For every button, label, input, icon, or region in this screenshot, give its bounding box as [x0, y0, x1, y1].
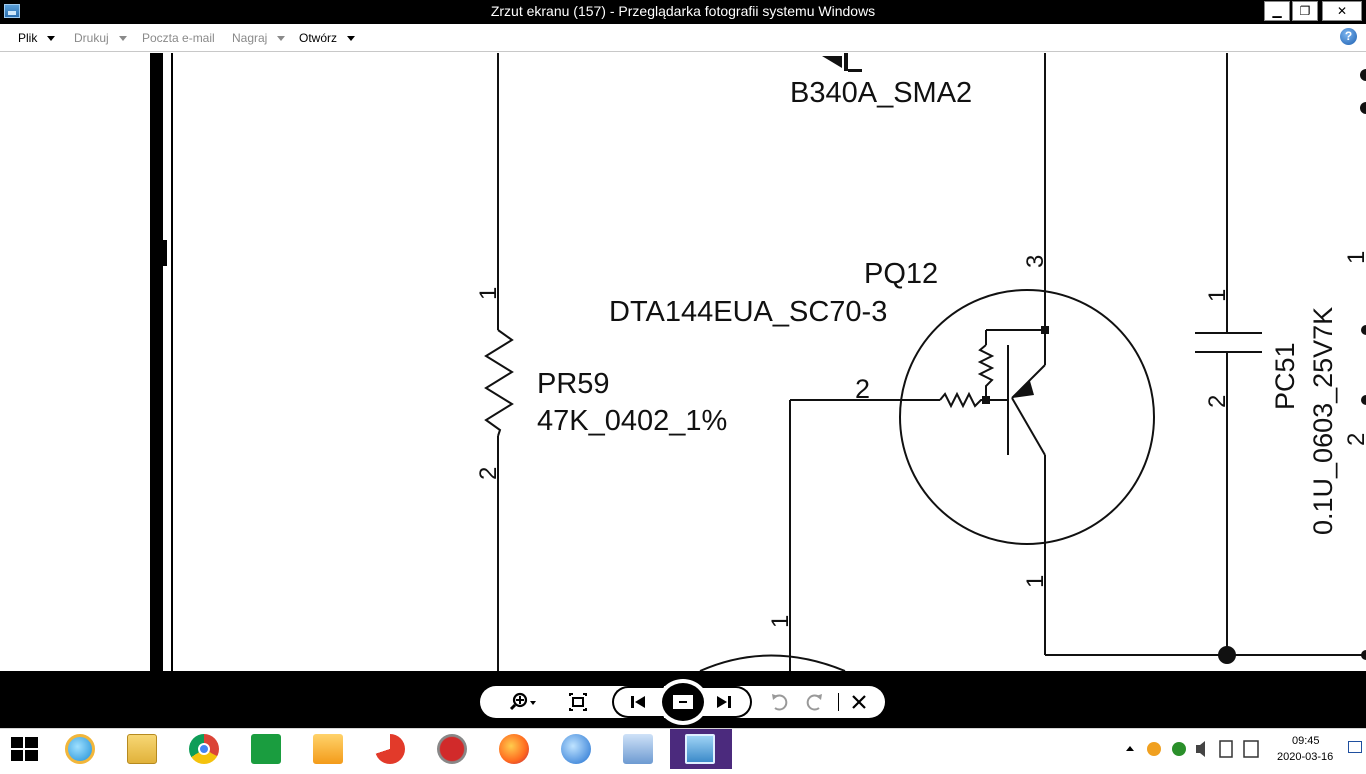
pin-label-base: 2	[855, 374, 870, 404]
taskbar-file-explorer[interactable]	[112, 729, 174, 769]
clock-time[interactable]: 09:45	[1292, 735, 1320, 747]
window-title: Zrzut ekranu (157) - Przeglądarka fotogr…	[490, 3, 876, 19]
taskbar-media-player[interactable]	[298, 729, 360, 769]
photo-viewer-icon	[685, 734, 715, 764]
photo-viewer-app-icon[interactable]	[4, 4, 20, 18]
search-magnifier-icon	[623, 734, 653, 764]
chrome-icon	[189, 734, 219, 764]
taskbar-internet-explorer[interactable]	[50, 729, 112, 769]
schematic-border-thick	[150, 53, 163, 671]
pin-label-cap-1: 1	[1204, 289, 1231, 302]
maximize-button[interactable]: ❐	[1292, 1, 1318, 21]
next-icon	[717, 696, 731, 708]
folder-icon	[127, 734, 157, 764]
pin-label-collector: 3	[1022, 255, 1049, 268]
capacitor-value: 0.1U_0603_25V7K	[1308, 307, 1338, 535]
battery-icon	[1243, 740, 1259, 758]
menu-drukuj[interactable]: Drukuj	[74, 31, 127, 45]
schematic-border-notch	[160, 240, 167, 266]
menu-plik[interactable]: Plik	[18, 31, 56, 45]
fit-window-icon[interactable]	[562, 686, 594, 718]
menu-otworz-label: Otwórz	[299, 31, 338, 45]
menu-poczta[interactable]: Poczta e-mail	[142, 31, 215, 45]
help-icon[interactable]: ?	[1340, 28, 1357, 45]
store-icon	[251, 734, 281, 764]
menu-nagraj[interactable]: Nagraj	[232, 31, 286, 45]
volume-icon	[1196, 741, 1205, 757]
schematic-image: B340A_SMA2 PQ12 DTA144EUA_SC70-3 PR59 47…	[150, 53, 1366, 671]
close-button[interactable]: ✕	[1322, 1, 1362, 21]
chevron-down-icon	[118, 36, 127, 42]
menu-bar: Plik Drukuj Poczta e-mail Nagraj Otwórz	[0, 24, 1366, 52]
chevron-down-icon	[277, 36, 286, 42]
menu-otworz[interactable]: Otwórz	[299, 31, 356, 45]
rotate-left-icon[interactable]	[764, 686, 796, 718]
show-hidden-icons-icon	[1126, 746, 1134, 751]
magnifier-icon[interactable]	[506, 686, 538, 718]
delete-icon[interactable]	[843, 686, 875, 718]
toolbar-divider	[838, 693, 839, 711]
pin-label-wire: 1	[767, 615, 794, 628]
chevron-down-icon	[47, 36, 56, 42]
ccleaner-icon	[375, 734, 405, 764]
taskbar-ccleaner[interactable]	[360, 729, 422, 769]
minimize-button[interactable]: ▁	[1264, 1, 1290, 21]
taskbar-firefox[interactable]	[484, 729, 546, 769]
system-tray	[1120, 729, 1366, 769]
transistor-part: DTA144EUA_SC70-3	[609, 296, 887, 328]
taskbar-search[interactable]	[608, 729, 670, 769]
internet-explorer-icon	[65, 734, 95, 764]
taskbar-photo-viewer[interactable]	[670, 729, 732, 769]
pin-label-res-2: 2	[475, 467, 502, 480]
previous-icon	[631, 696, 645, 708]
capacitor-ref: PC51	[1270, 342, 1300, 410]
resistor-value: 47K_0402_1%	[537, 405, 727, 437]
menu-drukuj-label: Drukuj	[74, 31, 109, 45]
image-canvas[interactable]: B340A_SMA2 PQ12 DTA144EUA_SC70-3 PR59 47…	[0, 53, 1366, 671]
junction-dot	[1041, 326, 1049, 334]
thunderbird-icon	[561, 734, 591, 764]
slideshow-icon	[673, 695, 693, 709]
previous-button[interactable]	[612, 686, 664, 718]
clock-date[interactable]: 2020-03-16	[1277, 751, 1334, 763]
resistor-ref: PR59	[537, 368, 610, 400]
transistor-ref: PQ12	[864, 258, 938, 290]
taskbar-chrome[interactable]	[174, 729, 236, 769]
diode-symbol	[822, 56, 842, 68]
pin-label-cap-2: 2	[1204, 395, 1231, 408]
pin-label-emitter: 1	[1022, 575, 1049, 588]
network-icon	[1219, 740, 1233, 758]
menu-poczta-label: Poczta e-mail	[142, 31, 215, 45]
schematic-border-thin	[171, 53, 173, 671]
pin-label-res-1: 1	[475, 287, 502, 300]
taskbar: 09:45 2020-03-16	[0, 728, 1366, 769]
taskbar-store[interactable]	[236, 729, 298, 769]
rotate-right-icon[interactable]	[798, 686, 830, 718]
next-button[interactable]	[700, 686, 752, 718]
title-bar: Zrzut ekranu (157) - Przeglądarka fotogr…	[0, 0, 1366, 24]
chevron-down-icon	[347, 36, 356, 42]
pin-label-edge-2: 2	[1343, 433, 1366, 446]
firefox-icon	[499, 734, 529, 764]
diode-label: B340A_SMA2	[790, 77, 972, 109]
tray-app-icon	[1147, 742, 1161, 756]
tray-update-icon	[1172, 742, 1186, 756]
slideshow-button[interactable]	[658, 679, 708, 725]
action-center-icon[interactable]	[1348, 741, 1362, 753]
nero-icon	[437, 734, 467, 764]
taskbar-nero[interactable]	[422, 729, 484, 769]
media-player-icon	[313, 734, 343, 764]
menu-plik-label: Plik	[18, 31, 38, 45]
windows-logo-icon	[11, 737, 38, 761]
menu-nagraj-label: Nagraj	[232, 31, 268, 45]
junction-dot	[1218, 646, 1236, 664]
pin-label-edge-1: 1	[1343, 251, 1366, 264]
junction-dot	[982, 396, 990, 404]
start-button[interactable]	[0, 729, 50, 769]
transistor-arrow	[1012, 381, 1034, 398]
taskbar-thunderbird[interactable]	[546, 729, 608, 769]
